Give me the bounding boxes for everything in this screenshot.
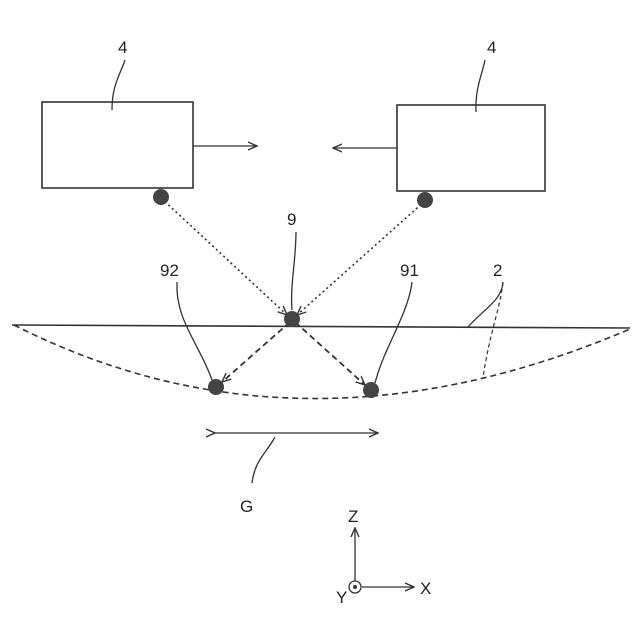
axis-x-label: X [420, 579, 431, 598]
point-92-dot [208, 379, 224, 395]
emitter-dot-right [417, 192, 433, 208]
point-92-label: 92 [160, 261, 179, 280]
axis-y-origin-dot [353, 585, 357, 589]
surface-curve-dashed [14, 325, 630, 399]
ray-right-device [297, 201, 425, 315]
surface-leader-dashed [483, 282, 503, 378]
point-91-dot [363, 382, 379, 398]
range-label: G [240, 497, 253, 516]
surface-flat-line [12, 325, 630, 328]
device-left-label: 4 [118, 38, 127, 57]
device-right-leader [476, 60, 485, 112]
point-9-dot [284, 311, 300, 327]
surface-leader-solid [468, 282, 503, 327]
axis-z-label: Z [348, 507, 358, 526]
point-91-leader [375, 282, 412, 383]
device-right-label: 4 [487, 38, 496, 57]
point-91-label: 91 [400, 261, 419, 280]
point-9-leader [292, 232, 296, 310]
range-leader [252, 437, 275, 483]
axis-y-label: Y [336, 588, 347, 607]
device-box-right [397, 105, 545, 191]
emitter-dot-left [153, 189, 169, 205]
surface-label: 2 [493, 261, 502, 280]
ray-to-point-91 [295, 322, 365, 385]
device-box-left [42, 102, 193, 188]
point-92-leader [177, 282, 212, 380]
ray-left-device [161, 198, 287, 315]
ray-to-point-92 [222, 322, 290, 382]
point-9-label: 9 [287, 210, 296, 229]
